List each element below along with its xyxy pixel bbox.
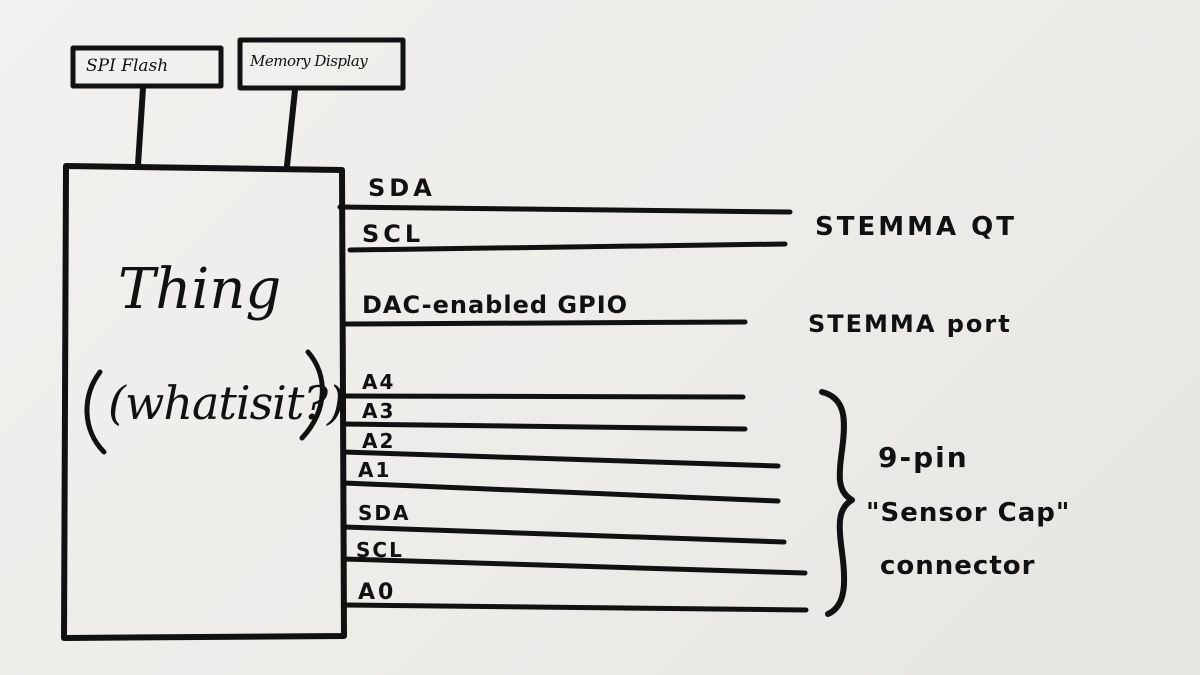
a0-line <box>341 602 809 613</box>
pin-label-a1: A1 <box>358 458 392 482</box>
pin-label-a3: A3 <box>362 399 396 423</box>
connector-label-line2: "Sensor Cap" <box>866 498 1071 528</box>
dac-gpio-line <box>343 319 748 327</box>
pin-label-a0: A0 <box>358 580 397 605</box>
memory-display-box <box>237 37 406 91</box>
pin-label-sda-top: SDA <box>368 174 436 202</box>
spi-flash-label: SPI Flash <box>86 56 169 76</box>
pin-label-scl-top: SCL <box>362 220 425 248</box>
connector-label-line3: connector <box>880 551 1036 581</box>
thing-title: Thing <box>118 257 282 322</box>
spi-flash-box <box>70 45 224 89</box>
pin-label-sda-bottom: SDA <box>358 501 411 525</box>
group-label-stemma-port: STEMMA port <box>808 310 1012 338</box>
a3-line <box>341 421 748 432</box>
thing-subtitle: (whatisit?) <box>108 376 345 430</box>
memory-display-connector <box>284 87 298 169</box>
pin-label-a4: A4 <box>362 370 396 394</box>
group-label-stemma-qt: STEMMA QT <box>815 212 1017 242</box>
connector-brace <box>819 389 855 617</box>
a2-line <box>341 449 781 469</box>
scl-bottom-line <box>341 556 808 576</box>
a1-line <box>341 480 781 504</box>
a4-line <box>341 393 746 400</box>
pin-label-scl-bottom: SCL <box>356 538 404 562</box>
spi-flash-connector <box>135 85 146 168</box>
pin-label-dac-gpio: DAC-enabled GPIO <box>362 291 629 319</box>
sda-top-line <box>337 204 793 215</box>
sda-bottom-line <box>341 524 787 545</box>
connector-label-line1: 9-pin <box>878 441 969 474</box>
pin-label-a2: A2 <box>362 429 396 453</box>
close-paren-stroke <box>299 349 325 441</box>
scl-top-line <box>347 241 788 253</box>
open-paren-stroke <box>84 369 107 455</box>
thing-box <box>61 163 347 641</box>
memory-display-label: Memory Display <box>250 52 368 70</box>
